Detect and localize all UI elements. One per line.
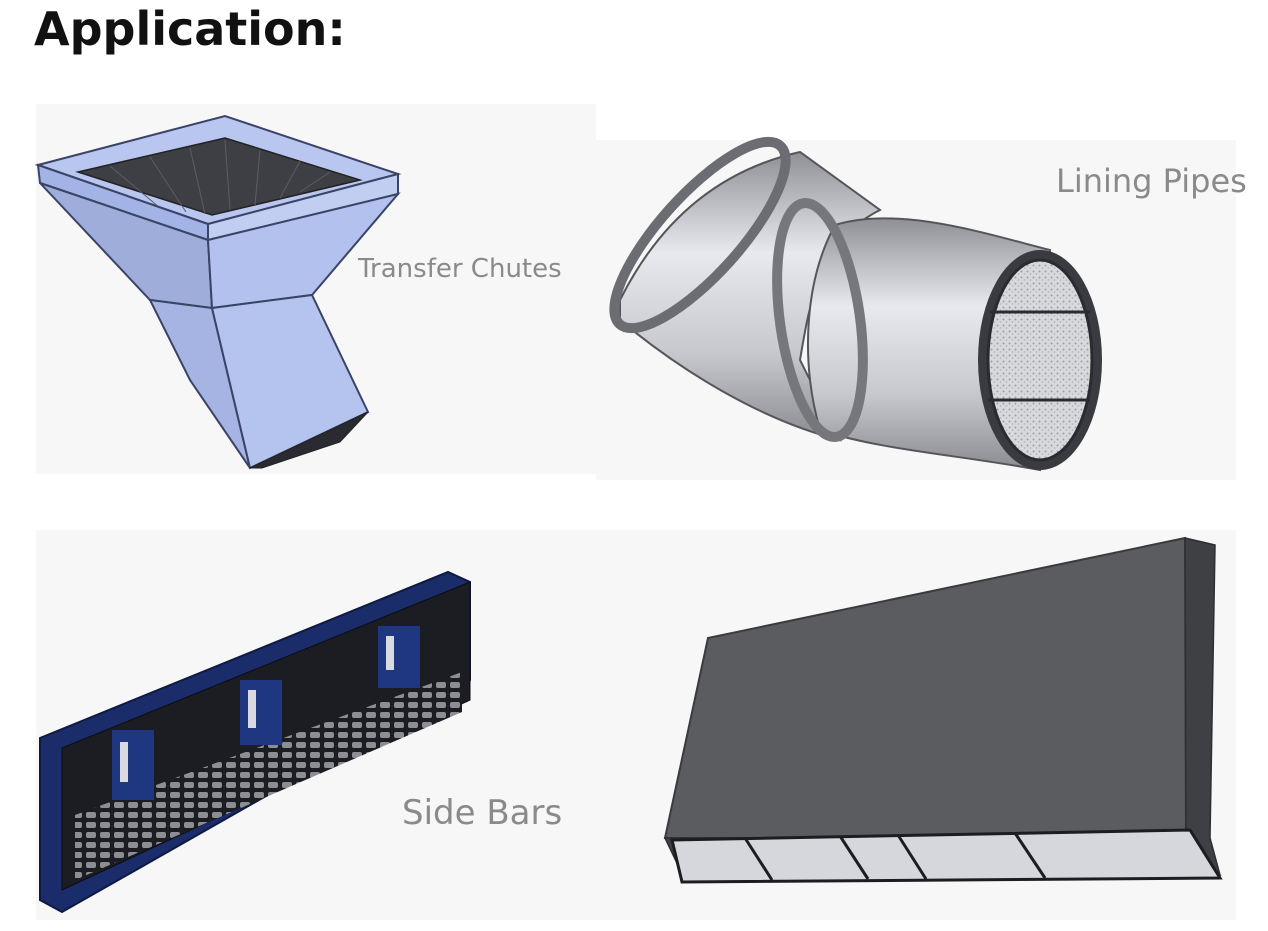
lining-pipes-label: Lining Pipes (1056, 162, 1247, 200)
page-title: Application: (34, 2, 346, 56)
transfer-chutes-label: Transfer Chutes (358, 254, 562, 284)
side-bars-label: Side Bars (402, 793, 563, 833)
